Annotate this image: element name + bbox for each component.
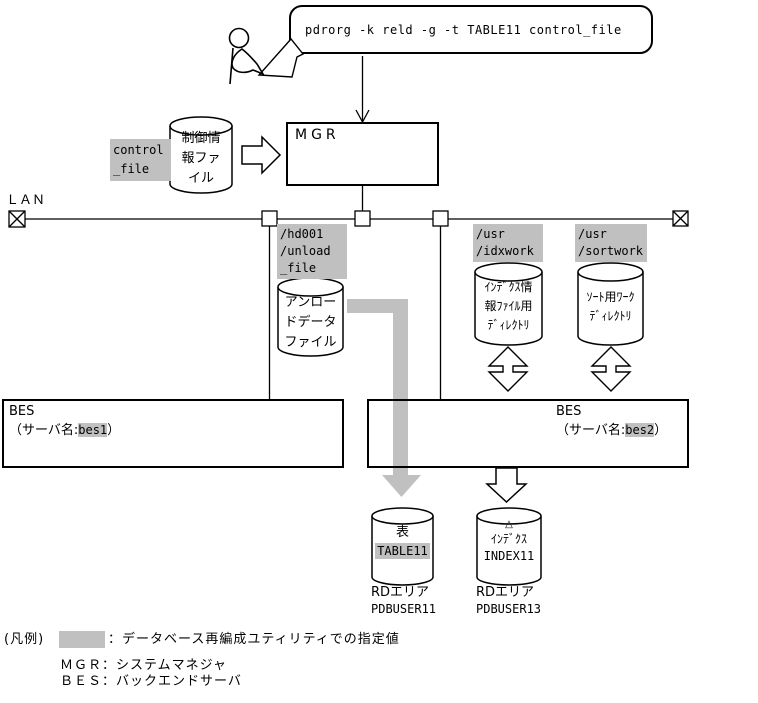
sortwork-transfer-double-arrow-icon [590, 346, 632, 392]
rdarea-line: RDエリア [371, 585, 430, 600]
path-line: _file [280, 261, 317, 275]
cylinder-line: ｲﾝﾃﾞｸｽ情 [484, 280, 533, 294]
bes1-label: BES （サーバ名:bes1） [9, 403, 120, 440]
bes2-server-name: （サーバ名:bes2） [556, 421, 667, 440]
idxwork-cylinder-label: ｲﾝﾃﾞｸｽ情 報ﾌｧｲﾙ用 ﾃﾞｨﾚｸﾄﾘ [474, 278, 543, 335]
bes1-server-name: （サーバ名:bes1） [9, 421, 120, 440]
cylinder-line: ドデータ [284, 315, 337, 330]
path-line: /hd001 [280, 227, 324, 241]
bes2-label: BES （サーバ名:bes2） [556, 403, 667, 440]
idxwork-transfer-double-arrow-icon [487, 346, 529, 392]
path-line: /unload [280, 244, 331, 258]
path-line: /sortwork [578, 244, 644, 258]
cylinder-line: 報ﾌｧｲﾙ用 [484, 299, 533, 313]
table-rdarea-label: RDエリア PDBUSER11 [371, 584, 436, 618]
path-line: _file [113, 162, 150, 176]
cylinder-line: 制御情 [181, 131, 221, 146]
index-cylinder-label: △ ｲﾝﾃﾞｸｽ INDEX11 [477, 518, 541, 565]
path-line: control [113, 143, 164, 157]
lan-terminator-right-icon [672, 210, 689, 227]
index-triangle-symbol: △ [505, 519, 513, 530]
idxwork-cylinder-icon [474, 262, 543, 346]
command-to-mgr-arrow [355, 56, 370, 124]
mgr-box-label: MGR [295, 127, 340, 143]
cylinder-line: 報ファ [181, 151, 221, 166]
bes1-title: BES [9, 404, 35, 419]
lan-tap-icons [261, 210, 449, 227]
bes1-box [2, 399, 344, 468]
index-rdarea-cylinder-icon [476, 507, 542, 586]
table-kind: 表 [395, 525, 409, 540]
path-line: /usr [476, 227, 505, 241]
legend-title: (凡例) [4, 632, 45, 647]
control-info-cylinder-label: 制御情 報ファ イル [170, 129, 232, 189]
table-name-row: TABLE11 [372, 542, 433, 561]
control-info-cylinder-icon [169, 116, 233, 194]
index-rdarea-label: RDエリア PDBUSER13 [476, 584, 541, 618]
legend-mgr-desc: ＭＧＲ：システムマネジャ [60, 658, 227, 673]
sortwork-cylinder-icon [577, 262, 644, 346]
rdarea-line: PDBUSER11 [371, 602, 437, 616]
sortwork-path-label: /usr /sortwork [575, 224, 647, 262]
person-icon [228, 27, 265, 85]
bes2-to-index-block-arrow-icon [485, 467, 528, 504]
gray-elbow-arrow [347, 299, 421, 497]
command-bubble [289, 5, 653, 54]
lan-terminator-left-icon [8, 210, 26, 228]
rdarea-line: PDBUSER13 [476, 602, 542, 616]
sortwork-cylinder-label: ｿｰﾄ用ﾜｰｸ ﾃﾞｨﾚｸﾄﾘ [577, 288, 644, 326]
server-prefix: （サーバ名: [556, 423, 626, 438]
idxwork-path-label: /usr /idxwork [473, 224, 543, 262]
unload-cylinder-icon [277, 277, 344, 357]
unload-cylinder-label: アンロー ドデータ ファイル [278, 293, 343, 353]
command-text: pdrorg -k reld -g -t TABLE11 control_fil… [305, 22, 622, 37]
server-suffix: ） [654, 423, 668, 438]
legend-highlight-desc: ：データベース再編成ユティリティでの指定値 [108, 632, 400, 647]
index-name: INDEX11 [483, 549, 535, 563]
cylinder-line: ﾃﾞｨﾚｸﾄﾘ [487, 318, 530, 332]
server-suffix: ） [107, 423, 121, 438]
control-to-mgr-block-arrow-icon [241, 135, 282, 175]
cylinder-line: ｿｰﾄ用ﾜｰｸ [586, 290, 635, 304]
unload-file-path-label: /hd001 /unload _file [277, 224, 347, 279]
cylinder-line: ファイル [284, 335, 337, 350]
server-prefix: （サーバ名: [9, 423, 79, 438]
server-name-highlight: bes1 [78, 423, 108, 437]
legend-bes-desc: ＢＥＳ：バックエンドサーバ [60, 674, 242, 689]
path-line: /idxwork [476, 244, 534, 258]
cylinder-line: イル [187, 171, 214, 186]
cylinder-line: アンロー [284, 295, 337, 310]
index-kind: ｲﾝﾃﾞｸｽ [490, 532, 527, 546]
path-line: /usr [578, 227, 607, 241]
bes2-box [367, 399, 689, 468]
table-cylinder-label: 表 TABLE11 [372, 523, 433, 561]
lan-label: ＬＡＮ [6, 193, 46, 208]
bes2-title: BES [556, 404, 582, 419]
table-name-highlight: TABLE11 [375, 543, 430, 559]
speech-bubble-tail-icon [257, 37, 305, 78]
server-name-highlight: bes2 [625, 423, 655, 437]
control-file-path-label: control _file [110, 139, 171, 181]
cylinder-line: ﾃﾞｨﾚｸﾄﾘ [589, 309, 632, 323]
mgr-box [286, 122, 439, 186]
rdarea-line: RDエリア [476, 585, 535, 600]
legend-highlight-swatch [59, 631, 105, 648]
